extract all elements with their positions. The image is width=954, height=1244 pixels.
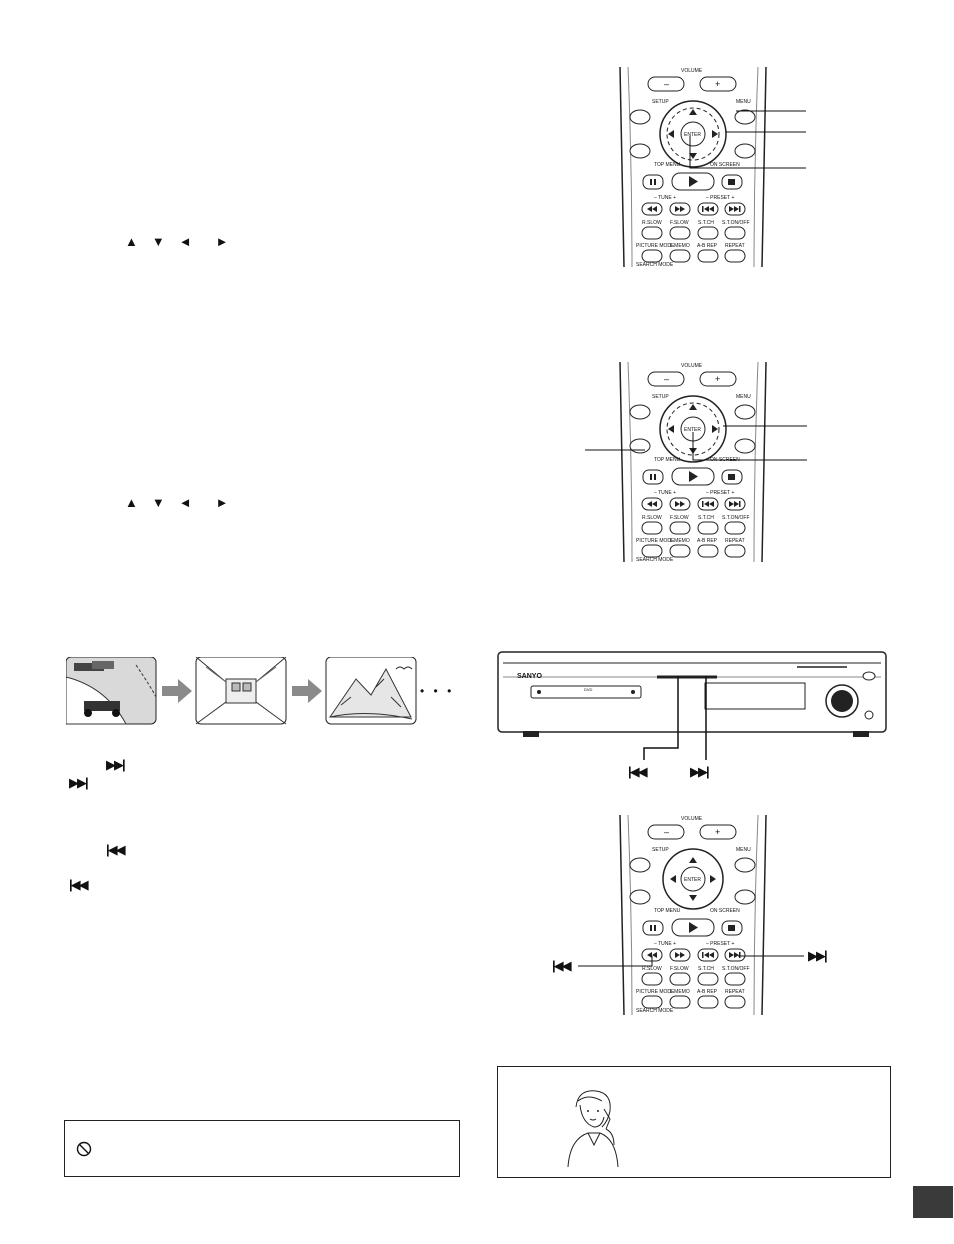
caution-box xyxy=(64,1120,460,1177)
remote-1-leader-lines xyxy=(689,110,806,169)
svg-text:TOP MENU: TOP MENU xyxy=(654,457,681,463)
next-chapter-symbol: ▶▶| xyxy=(808,948,828,963)
svg-text:S.T.ON/OFF: S.T.ON/OFF xyxy=(722,966,750,972)
next-chapter-symbol: ▶▶| xyxy=(106,757,126,772)
svg-text:+: + xyxy=(715,827,720,837)
mountain-landscape-image xyxy=(325,656,417,725)
next-chapter-symbol: ▶▶| xyxy=(69,775,89,790)
svg-text:ON SCREEN: ON SCREEN xyxy=(710,908,740,914)
callout-box xyxy=(497,1066,891,1178)
svg-text:REPEAT: REPEAT xyxy=(725,538,745,544)
svg-text:– TUNE +: – TUNE + xyxy=(654,490,676,496)
svg-text:A-B REP: A-B REP xyxy=(697,538,718,544)
svg-text:ON SCREEN: ON SCREEN xyxy=(710,162,740,168)
svg-text:+: + xyxy=(715,79,720,89)
woman-on-phone-illustration xyxy=(567,1090,619,1167)
svg-text:SETUP: SETUP xyxy=(652,99,669,105)
svg-text:L.MEMO: L.MEMO xyxy=(670,538,690,544)
svg-text:SANYO: SANYO xyxy=(517,673,542,680)
svg-text:PICTURE MODE: PICTURE MODE xyxy=(636,538,675,544)
left-arrow-icon: ◄ xyxy=(178,495,192,510)
svg-text:S.T.ON/OFF: S.T.ON/OFF xyxy=(722,220,750,226)
next-arrow-icon xyxy=(162,679,192,703)
svg-text:S.T.CH: S.T.CH xyxy=(698,220,714,226)
remote-control-figure-2: VOLUME – + SETUP MENU ENTER TOP MENU ON … xyxy=(618,362,768,562)
svg-text:S.T.ON/OFF: S.T.ON/OFF xyxy=(722,515,750,521)
svg-text:PICTURE MODE: PICTURE MODE xyxy=(636,989,675,995)
previous-chapter-symbol: |◀◀ xyxy=(106,842,126,857)
svg-text:–: – xyxy=(664,79,669,89)
remote-2-leader-lines xyxy=(585,425,807,461)
svg-text:A-B REP: A-B REP xyxy=(697,989,718,995)
svg-text:A-B REP: A-B REP xyxy=(697,243,718,249)
down-arrow-icon: ▼ xyxy=(151,234,165,249)
svg-text:– PRESET +: – PRESET + xyxy=(706,195,734,201)
svg-text:– TUNE +: – TUNE + xyxy=(654,195,676,201)
svg-text:R.SLOW: R.SLOW xyxy=(642,966,662,972)
svg-text:SETUP: SETUP xyxy=(652,847,669,853)
svg-text:SETUP: SETUP xyxy=(652,394,669,400)
svg-text:S.T.CH: S.T.CH xyxy=(698,966,714,972)
prohibited-icon xyxy=(76,1141,92,1157)
arrow-keys-row-2: ▲ ▼ ◄ ► xyxy=(125,495,243,510)
svg-text:VOLUME: VOLUME xyxy=(681,816,703,822)
subway-train-image xyxy=(195,656,287,725)
svg-text:SEARCH MODE: SEARCH MODE xyxy=(636,1008,674,1014)
svg-text:SEARCH MODE: SEARCH MODE xyxy=(636,557,674,562)
svg-text:L.MEMO: L.MEMO xyxy=(670,989,690,995)
svg-text:– TUNE +: – TUNE + xyxy=(654,941,676,947)
svg-text:DVD: DVD xyxy=(584,687,593,692)
svg-text:TOP MENU: TOP MENU xyxy=(654,162,681,168)
up-arrow-icon: ▲ xyxy=(125,495,138,510)
svg-text:L.MEMO: L.MEMO xyxy=(670,243,690,249)
remote-3-leader-lines xyxy=(578,955,804,967)
svg-text:F.SLOW: F.SLOW xyxy=(670,966,689,972)
continuation-dots: • • • xyxy=(420,684,455,698)
remote-control-figure-1: VOLUME – + SETUP MENU ENTER TOP MENU ON … xyxy=(618,67,768,267)
svg-text:MENU: MENU xyxy=(736,847,751,853)
svg-text:TOP MENU: TOP MENU xyxy=(654,908,681,914)
svg-text:S.T.CH: S.T.CH xyxy=(698,515,714,521)
svg-text:ENTER: ENTER xyxy=(684,132,701,138)
svg-text:F.SLOW: F.SLOW xyxy=(670,515,689,521)
down-arrow-icon: ▼ xyxy=(151,495,165,510)
svg-text:–: – xyxy=(664,374,669,384)
svg-text:SEARCH MODE: SEARCH MODE xyxy=(636,262,674,267)
svg-text:PICTURE MODE: PICTURE MODE xyxy=(636,243,675,249)
svg-text:REPEAT: REPEAT xyxy=(725,243,745,249)
up-arrow-icon: ▲ xyxy=(125,234,138,249)
remote-control-figure-3: VOLUME – + SETUP MENU ENTER TOP MENU ON … xyxy=(618,815,768,1015)
previous-chapter-symbol: |◀◀ xyxy=(628,764,648,779)
right-arrow-icon: ► xyxy=(215,495,229,510)
svg-text:R.SLOW: R.SLOW xyxy=(642,515,662,521)
main-unit-leader-lines xyxy=(643,676,707,760)
left-arrow-icon: ◄ xyxy=(178,234,192,249)
right-arrow-icon: ► xyxy=(215,234,229,249)
svg-text:– PRESET +: – PRESET + xyxy=(706,941,734,947)
page-number-tab xyxy=(913,1186,953,1218)
svg-text:+: + xyxy=(715,374,720,384)
svg-text:ENTER: ENTER xyxy=(684,427,701,433)
previous-chapter-symbol: |◀◀ xyxy=(69,877,89,892)
previous-chapter-symbol: |◀◀ xyxy=(552,958,572,973)
svg-text:–: – xyxy=(664,827,669,837)
svg-text:ENTER: ENTER xyxy=(684,877,701,883)
next-arrow-icon xyxy=(292,679,322,703)
racing-car-image xyxy=(65,656,157,725)
arrow-keys-row-1: ▲ ▼ ◄ ► xyxy=(125,234,243,249)
svg-text:F.SLOW: F.SLOW xyxy=(670,220,689,226)
svg-text:REPEAT: REPEAT xyxy=(725,989,745,995)
svg-text:VOLUME: VOLUME xyxy=(681,363,703,369)
svg-text:– PRESET +: – PRESET + xyxy=(706,490,734,496)
svg-text:MENU: MENU xyxy=(736,99,751,105)
chapter-illustration-strip xyxy=(65,656,466,725)
svg-text:MENU: MENU xyxy=(736,394,751,400)
svg-text:R.SLOW: R.SLOW xyxy=(642,220,662,226)
svg-text:VOLUME: VOLUME xyxy=(681,68,703,74)
next-chapter-symbol: ▶▶| xyxy=(690,764,710,779)
main-unit-figure: SANYO DVD xyxy=(497,649,889,741)
